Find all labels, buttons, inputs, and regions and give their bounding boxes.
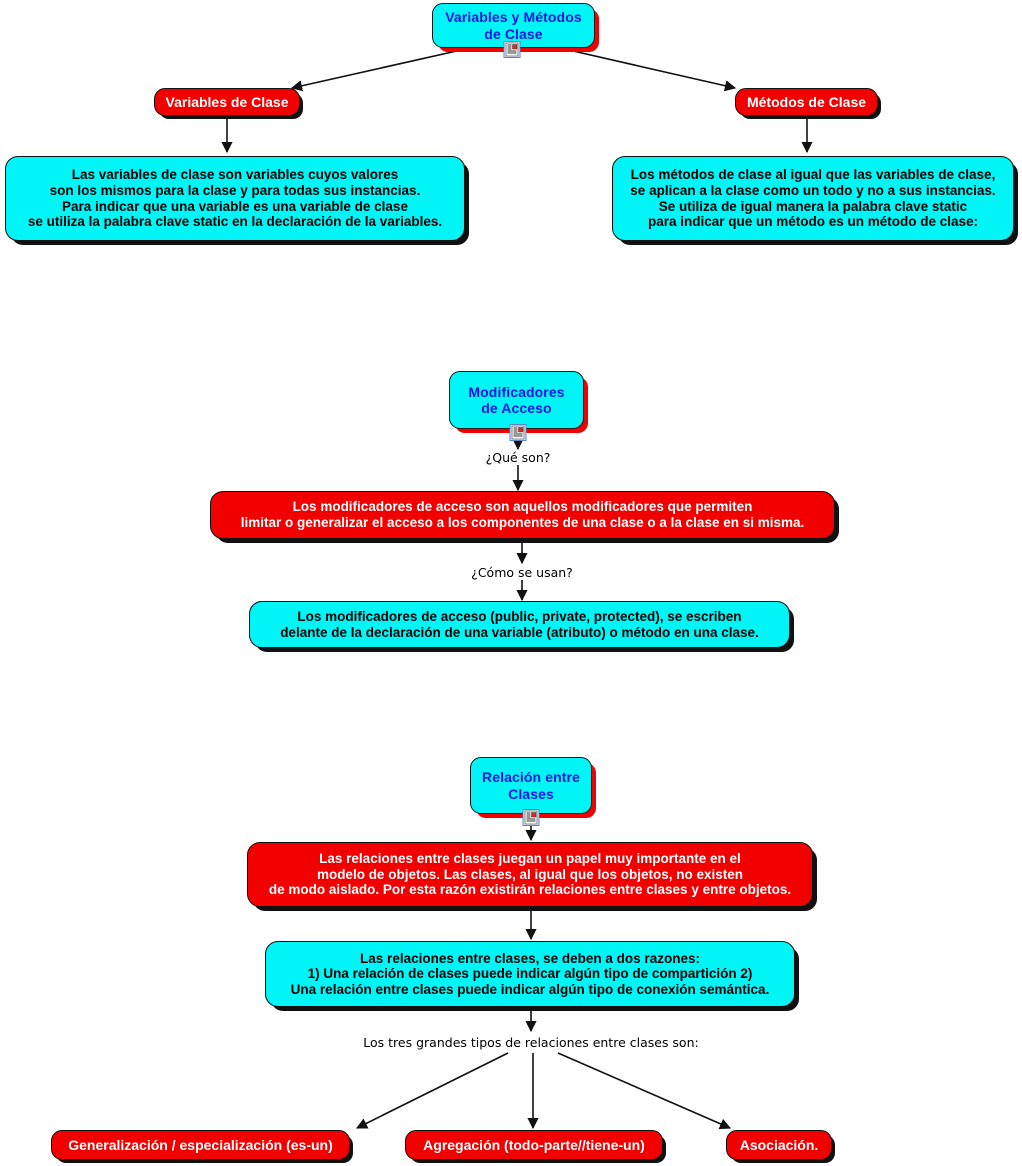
link-top-to-variables xyxy=(290,47,471,92)
node-modificadores-de-acceso[interactable]: Modificadores de Acceso xyxy=(449,371,584,429)
link-label-que-son: ¿Qué son? xyxy=(481,450,555,465)
note-icon[interactable] xyxy=(503,41,521,58)
link-tipos-to-generalizacion xyxy=(355,1052,509,1129)
node-metodos-de-clase-descripcion[interactable]: Los métodos de clase al igual que las va… xyxy=(612,156,1014,241)
node-metodos-de-clase[interactable]: Métodos de Clase xyxy=(735,88,878,116)
link-top-to-metodos xyxy=(559,47,737,92)
link-tipos-to-asociacion xyxy=(557,1052,732,1130)
node-modificadores-uso[interactable]: Los modificadores de acceso (public, pri… xyxy=(249,601,790,648)
node-modificadores-definicion[interactable]: Los modificadores de acceso son aquellos… xyxy=(210,491,835,539)
node-generalizacion[interactable]: Generalización / especialización (es-un) xyxy=(51,1130,350,1160)
node-variables-de-clase-descripcion[interactable]: Las variables de clase son variables cuy… xyxy=(5,156,465,241)
note-icon[interactable] xyxy=(509,424,527,441)
node-agregacion[interactable]: Agregación (todo-parte//tiene-un) xyxy=(405,1130,663,1160)
link-label-como-se-usan: ¿Cómo se usan? xyxy=(467,565,577,580)
node-relaciones-importancia[interactable]: Las relaciones entre clases juegan un pa… xyxy=(247,842,813,907)
node-relacion-entre-clases[interactable]: Relación entre Clases xyxy=(470,757,592,814)
node-asociacion[interactable]: Asociación. xyxy=(726,1130,832,1160)
node-variables-de-clase[interactable]: Variables de Clase xyxy=(154,88,300,116)
node-variables-y-metodos-de-clase[interactable]: Variables y Métodos de Clase xyxy=(432,3,595,48)
link-label-tres-grandes-tipos: Los tres grandes tipos de relaciones ent… xyxy=(359,1035,703,1050)
note-icon[interactable] xyxy=(522,809,540,826)
node-relaciones-razones[interactable]: Las relaciones entre clases, se deben a … xyxy=(265,941,795,1007)
